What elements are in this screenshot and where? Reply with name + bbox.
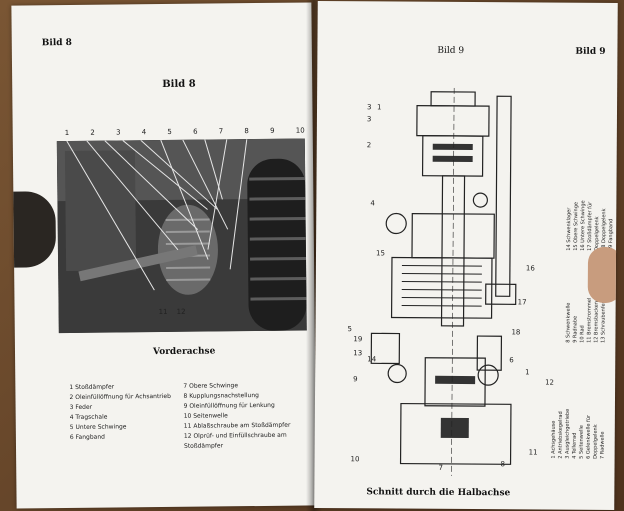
legend-item: 6 Gelenkwelle für Doppelgelenk xyxy=(585,414,599,459)
diagram-label: 15 xyxy=(375,249,385,258)
vertical-legend-c: 1 Achsgehäuse 2 Antriebskegelrad 3 Ausgl… xyxy=(551,393,607,459)
legend-column-left: 1 Stoßdämpfer 2 Oleinfüllöffnung für Ach… xyxy=(69,382,171,443)
diagram-caption: Schnitt durch die Halbachse xyxy=(366,487,511,499)
right-page-header-center: Bild 9 xyxy=(437,45,465,56)
diagram-label: 16 xyxy=(525,264,535,273)
legend-item: 6 Fangband xyxy=(69,433,105,441)
callout-number: 3 xyxy=(116,128,121,137)
right-page-header: Bild 9 xyxy=(575,46,606,57)
callout-number: 8 xyxy=(244,127,249,136)
callout-number: 11 xyxy=(158,307,168,317)
legend-column-right: 7 Obere Schwinge 8 Kupplungsnachstellung… xyxy=(183,380,314,451)
callout-number: 12 xyxy=(176,307,186,316)
diagram-label: 7 xyxy=(438,463,444,472)
diagram-label: 8 xyxy=(500,460,506,469)
diagram-label: 14 xyxy=(367,355,377,364)
diagram-label: 9 xyxy=(353,375,358,384)
diagram-label: 18 xyxy=(511,328,521,337)
legend-item: 7 Radwelle xyxy=(599,431,606,459)
diagram-label: 3 xyxy=(367,103,372,112)
figure-title: Bild 8 xyxy=(162,78,196,91)
callout-number: 9 xyxy=(270,126,275,135)
legend-item: 2 Oleinfüllöffnung für Achsantrieb xyxy=(69,392,171,401)
vertical-legend-a: 14 Schwenklager 15 Obere Schwinge 16 Unt… xyxy=(566,191,615,251)
legend-item: 19 Fangband xyxy=(608,218,615,252)
callout-number: 2 xyxy=(90,128,95,137)
diagram-label: 1 xyxy=(377,103,382,112)
section-drawing xyxy=(370,87,517,476)
diagram-label: 12 xyxy=(545,378,555,387)
callout-number: 6 xyxy=(193,127,198,136)
callout-number: 1 xyxy=(64,128,70,138)
callout-number: 5 xyxy=(167,127,172,136)
front-axle-photo xyxy=(56,138,307,334)
diagram-label: 5 xyxy=(347,325,352,334)
legend-item: 17 Stoßdämpfer für Doppelgelenk xyxy=(587,201,601,251)
diagram-label: 1 xyxy=(525,368,530,377)
callout-number: 10 xyxy=(295,126,305,135)
diagram-label: 6 xyxy=(509,356,514,365)
page-edge-shadow xyxy=(11,191,57,268)
half-axle-section-diagram: 3 1 3 2 4 15 16 17 5 19 13 14 18 6 9 1 1… xyxy=(344,87,567,479)
diagram-label: 19 xyxy=(353,335,363,344)
diagram-label: 10 xyxy=(350,455,360,464)
legend-item: 12 Olprüf- und Einfüllschraube am Stoßdä… xyxy=(183,431,287,450)
diagram-label: 4 xyxy=(370,199,375,208)
diagram-label: 11 xyxy=(528,448,538,457)
diagram-label: 17 xyxy=(517,298,527,307)
front-axle-photo-illustration xyxy=(56,138,307,334)
photo-caption: Vorderachse xyxy=(152,346,216,358)
left-page-header: Bild 8 xyxy=(41,37,72,49)
right-page: Bild 9 Bild 9 xyxy=(314,0,618,511)
thumb xyxy=(587,246,618,304)
diagram-label: 3 xyxy=(366,115,372,124)
callout-number: 7 xyxy=(218,127,224,136)
callout-number: 4 xyxy=(141,128,147,137)
diagram-label: 13 xyxy=(353,349,363,358)
callout-number-row: 1 2 3 4 5 6 7 8 9 10 xyxy=(65,127,305,138)
left-page: Bild 8 Bild 8 1 2 3 4 5 6 7 8 9 10 xyxy=(11,2,317,509)
diagram-label: 2 xyxy=(366,141,372,150)
